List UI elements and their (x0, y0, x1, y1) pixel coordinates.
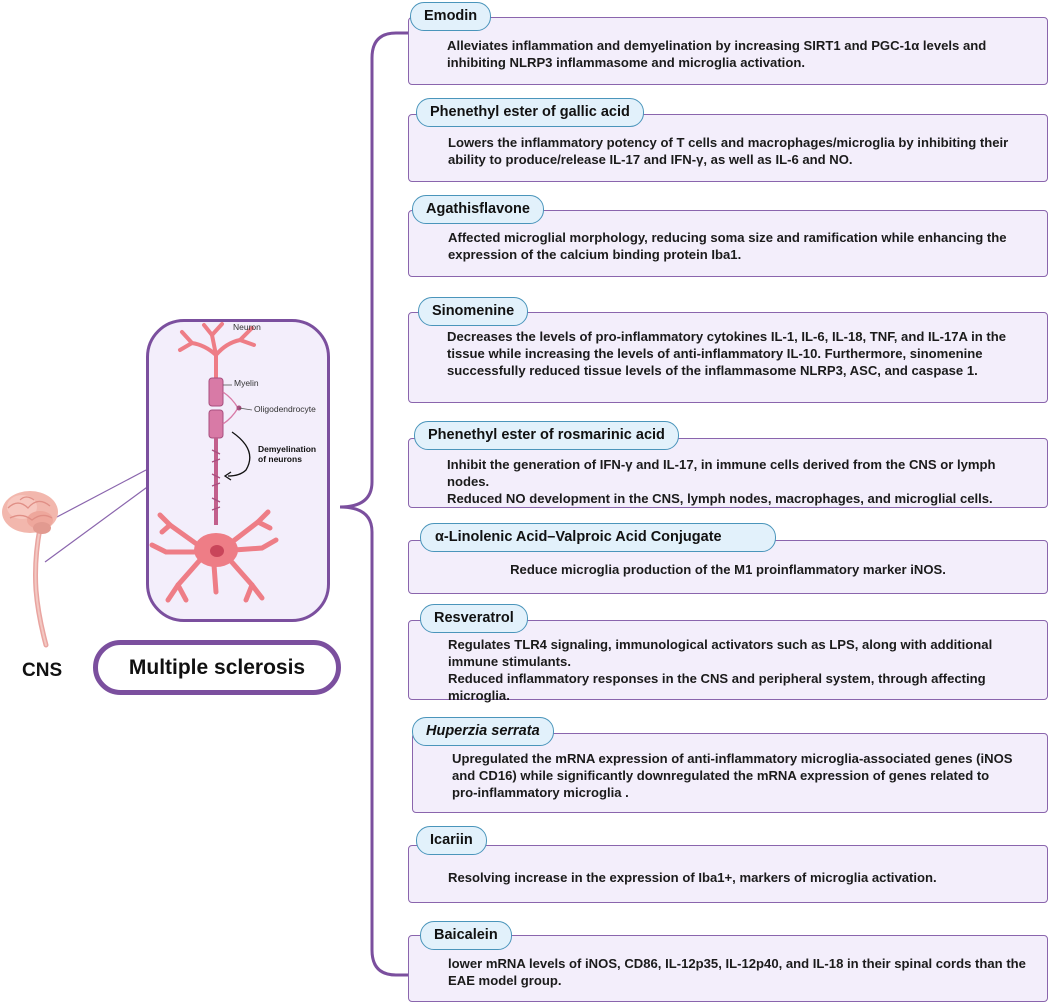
compound-description-emodin: Alleviates inflammation and demyelinatio… (447, 38, 987, 70)
compound-name-sinomenine: Sinomenine (418, 297, 529, 326)
compound-description-sinomenine: Decreases the levels of pro-inflammatory… (447, 329, 1007, 378)
disease-title: Multiple sclerosis (93, 640, 341, 695)
compound-description-rosmarinic-acid-ester: Inhibit the generation of IFN-γ and IL-1… (447, 457, 996, 506)
myelin-segment-upper (208, 377, 224, 407)
compound-card-icariin (408, 845, 1048, 903)
oligodendrocyte-icon (222, 391, 242, 425)
myelin-label: Myelin (234, 378, 259, 388)
compound-name-baicalein: Baicalein (420, 921, 512, 950)
compound-name-agathisflavone: Agathisflavone (412, 195, 544, 224)
organ-label: CNS (22, 660, 63, 681)
neuron-nucleus (210, 545, 224, 557)
compound-name-emodin: Emodin (410, 2, 492, 31)
compound-description-agathisflavone: Affected microglial morphology, reducing… (448, 230, 1007, 262)
compound-description-huperzia-serrata: Upregulated the mRNA expression of anti-… (452, 751, 1013, 800)
compound-description-icariin: Resolving increase in the expression of … (448, 870, 937, 885)
compound-description-ala-vpa-conjugate: Reduce microglia production of the M1 pr… (510, 562, 946, 577)
compound-card-resveratrol (408, 620, 1048, 700)
compound-name-icariin: Icariin (416, 826, 487, 855)
compound-name-resveratrol: Resveratrol (420, 604, 528, 633)
compound-description-baicalein: lower mRNA levels of iNOS, CD86, IL-12p3… (448, 956, 1026, 988)
brain-spinal-cord-icon (2, 491, 58, 648)
compound-description-gallic-acid-ester: Lowers the inflammatory potency of T cel… (448, 135, 1009, 167)
neuron-label: Neuron (233, 322, 261, 332)
compound-card-huperzia-serrata (412, 733, 1048, 813)
dendrites-top (178, 322, 256, 380)
compound-bracket (339, 31, 408, 977)
compound-name-rosmarinic-acid-ester: Phenethyl ester of rosmarinic acid (414, 421, 679, 450)
neuron-soma (149, 509, 279, 603)
compound-card-emodin (408, 17, 1048, 85)
brain-panel-connector (44, 469, 151, 563)
demyelinated-axon (211, 438, 221, 525)
myelin-segment-lower (208, 409, 224, 439)
compound-name-gallic-acid-ester: Phenethyl ester of gallic acid (416, 98, 644, 127)
oligodendrocyte-label: Oligodendrocyte (254, 404, 316, 414)
compound-description-resveratrol: Regulates TLR4 signaling, immunological … (448, 637, 993, 703)
compound-name-ala-vpa-conjugate: α-Linolenic Acid–Valproic Acid Conjugate (420, 523, 776, 552)
compound-name-huperzia-serrata: Huperzia serrata (412, 717, 554, 746)
compound-card-baicalein (408, 935, 1048, 1002)
demyelination-arrow-icon (223, 431, 251, 481)
compound-card-sinomenine (408, 312, 1048, 403)
